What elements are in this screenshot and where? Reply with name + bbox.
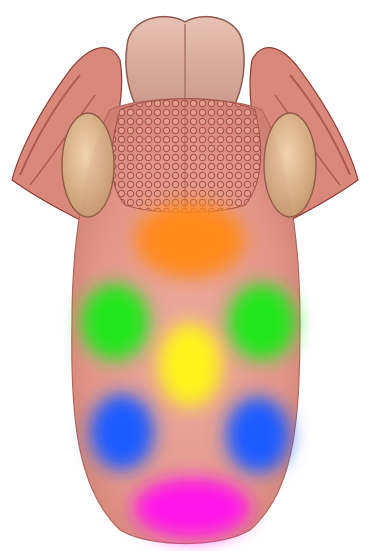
magenta-zone <box>134 478 250 538</box>
blue-zone-left <box>90 394 154 470</box>
orange-zone <box>135 202 245 278</box>
green-zone-left <box>81 284 149 360</box>
yellow-zone <box>158 323 222 407</box>
blue-zone-right <box>226 397 290 473</box>
green-zone-right <box>228 284 296 360</box>
